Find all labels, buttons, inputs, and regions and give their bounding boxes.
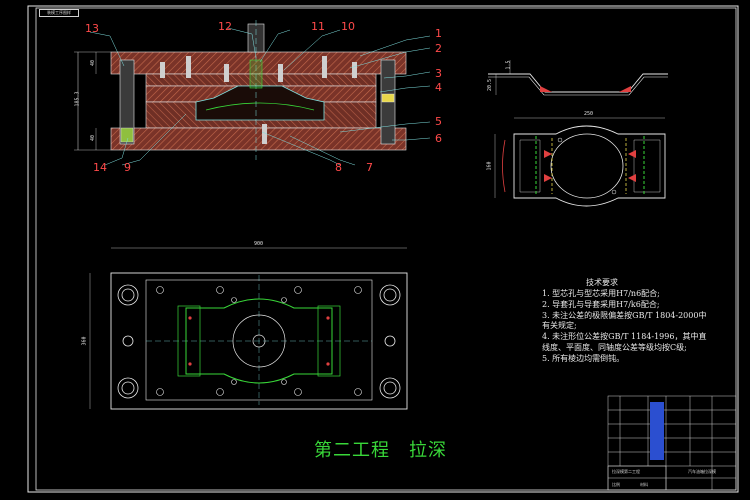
drawing-stamp: 装模工序图样 [39, 9, 79, 17]
callout-11: 11 [311, 20, 325, 33]
title-block-drawing-name: 拉深模第二工程 [612, 469, 640, 474]
dim-plan-height: 160 [486, 161, 493, 171]
callout-9: 9 [124, 161, 131, 174]
title-block-material: 材料 [640, 482, 648, 487]
callout-8: 8 [335, 161, 342, 174]
callout-12: 12 [218, 20, 232, 33]
callout-1: 1 [435, 27, 442, 40]
title-block-name: 汽车油箱拉深模 [688, 469, 716, 474]
dim-left-top: 40 [90, 59, 97, 67]
stage-label: 第二工程 拉深 [314, 440, 447, 461]
die-section-view [74, 20, 431, 166]
tech-line: 线度、平面度、同轴度公差等级均按C级; [542, 343, 687, 352]
tech-line: 2. 导套孔与导套采用H7/k6配合; [542, 300, 660, 309]
title-block [607, 395, 737, 491]
tech-line: 5. 所有棱边均需倒钝。 [542, 354, 625, 363]
callout-10: 10 [341, 20, 355, 33]
dim-left-bottom: 40 [90, 134, 97, 142]
part-plan-view [494, 117, 666, 207]
dim-plan-width: 250 [584, 111, 594, 117]
callout-14: 14 [93, 161, 107, 174]
tech-requirements-title: 技术要求 [586, 278, 618, 287]
callout-5: 5 [435, 115, 442, 128]
dim-part-height: 20.5 [487, 78, 494, 92]
title-block-scale: 比例 [612, 482, 620, 487]
callout-4: 4 [435, 81, 442, 94]
tech-line: 3. 未注公差的极限偏差按GB/T 1804-2000中 [542, 311, 707, 320]
callout-2: 2 [435, 42, 442, 55]
dim-left-height: 185.3 [74, 91, 81, 107]
callout-7: 7 [366, 161, 373, 174]
callout-6: 6 [435, 132, 442, 145]
tech-line: 1. 型芯孔与型芯采用H7/n6配合; [542, 289, 660, 298]
part-profile-view [488, 60, 668, 96]
callout-3: 3 [435, 67, 442, 80]
tech-line: 有关规定; [542, 321, 577, 330]
dim-base-width: 900 [254, 241, 264, 247]
dim-base-height: 360 [81, 336, 88, 346]
drawing-frame [27, 5, 739, 493]
tech-line: 4. 未注形位公差按GB/T 1184-1996，其中直 [542, 332, 707, 341]
dim-part-small: 1.5 [505, 60, 512, 70]
callout-13: 13 [85, 22, 99, 35]
lower-die-plan-view [89, 247, 408, 410]
